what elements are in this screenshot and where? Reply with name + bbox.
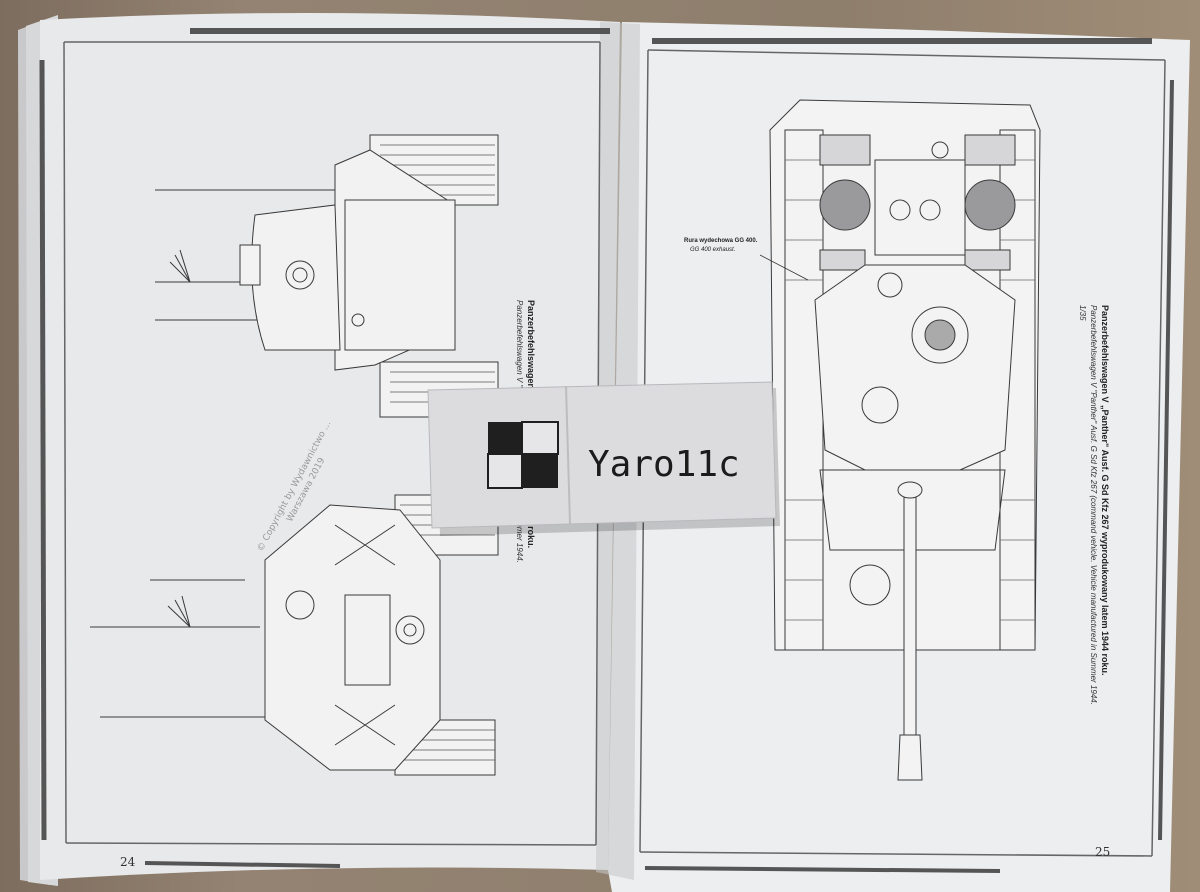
right-caption-group: Panzerbefehlswagen V „Panther" Ausf. G S… [1078, 305, 1110, 705]
exhaust-annotation: Rura wydechowa GG 400. GG 400 exhaust. [684, 238, 809, 281]
tank-drawing-top [769, 99, 1041, 781]
left-page [40, 12, 620, 880]
annotation-line1: Rura wydechowa GG 400. [684, 238, 758, 244]
annotation-line2: GG 400 exhaust. [690, 247, 735, 253]
left-page-number: 24 [120, 855, 136, 869]
right-page-frame [639, 38, 1174, 873]
label-block-body [427, 381, 777, 529]
checkered-logo [487, 421, 559, 489]
right-caption-bold: Panzerbefehlswagen V „Panther" Ausf. G S… [1100, 305, 1110, 676]
right-caption-scale: 1/35 [1078, 305, 1087, 321]
right-page-number: 25 [1095, 845, 1110, 859]
left-page-frame [39, 28, 610, 868]
tank-drawing-rear [155, 134, 499, 418]
label-block: Yaro11c [427, 381, 780, 536]
label-text: Yaro11c [588, 444, 740, 485]
right-caption-italic: Panzerbefehlswagen V "Panther" Ausf. G S… [1089, 305, 1098, 705]
